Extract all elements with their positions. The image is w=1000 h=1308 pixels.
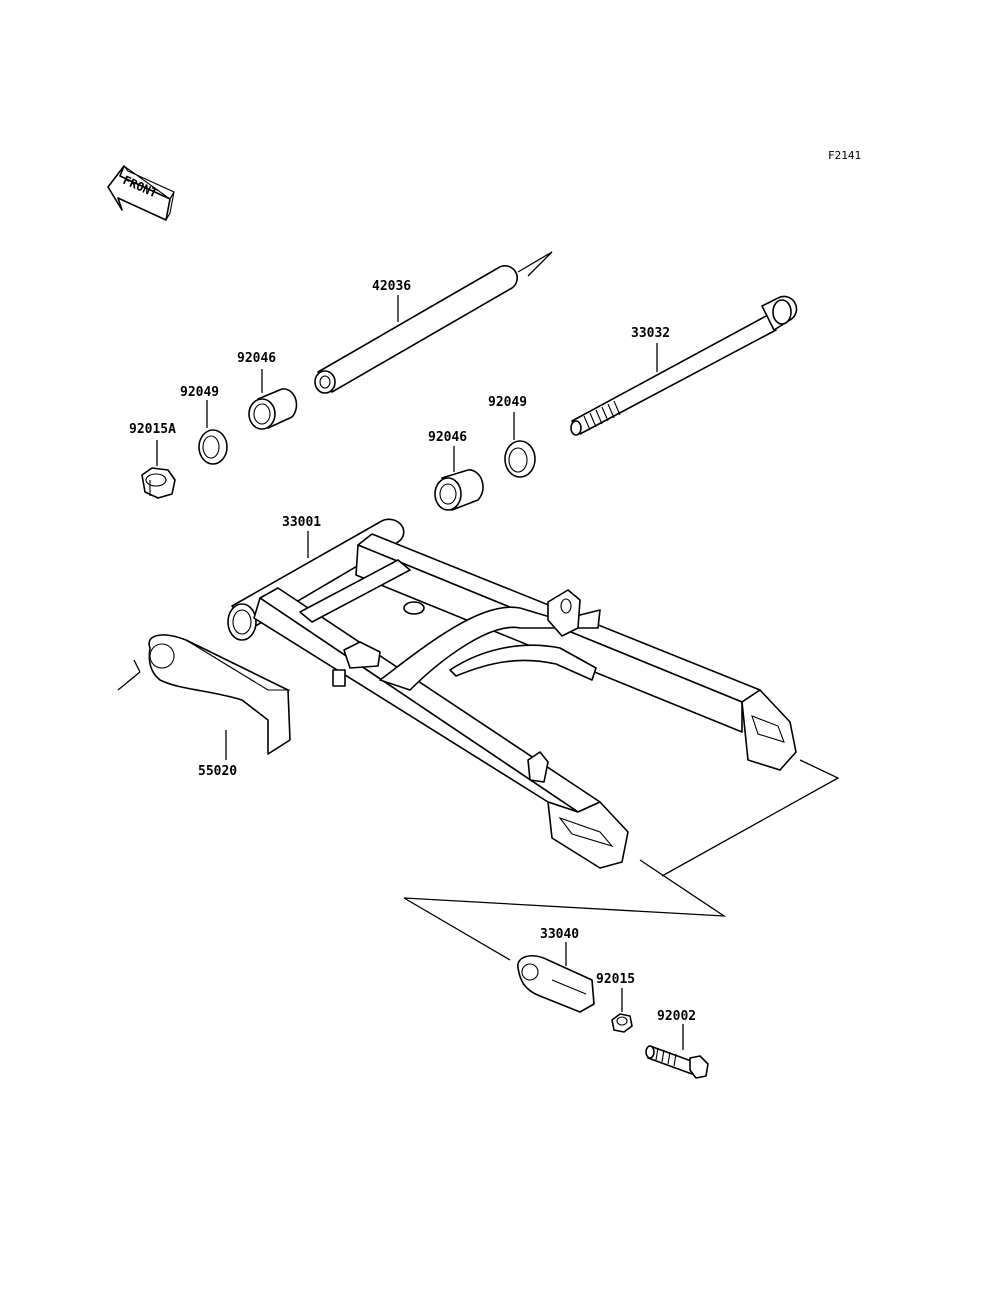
swingarm-33001: [227, 518, 797, 869]
part-label-33001: 33001: [282, 515, 321, 530]
pipe-42036: [314, 251, 553, 394]
part-label-33040: 33040: [540, 927, 579, 942]
part-label-92002: 92002: [657, 1009, 696, 1024]
part-label-92046-lower: 92046: [428, 430, 467, 445]
bearing-92046-upper: [248, 388, 298, 430]
chain-adjuster-33040: [517, 955, 595, 1013]
seal-92049-upper: [198, 429, 228, 465]
seal-92049-lower: [504, 440, 536, 478]
part-label-55020: 55020: [198, 764, 237, 779]
chain-guard-55020: [117, 634, 291, 755]
nut-92015: [611, 1013, 633, 1033]
part-label-92049-upper: 92049: [180, 385, 219, 400]
bolt-92002: [645, 1045, 709, 1079]
part-label-92015A: 92015A: [129, 422, 176, 437]
front-arrow-icon: FRONT: [107, 165, 175, 221]
part-label-42036: 42036: [372, 279, 411, 294]
part-label-33032: 33032: [631, 326, 670, 341]
bearing-92046-lower: [434, 469, 484, 511]
adjuster-leader-lines: [403, 759, 840, 961]
diagram-code: F2141: [828, 149, 861, 162]
part-label-92015: 92015: [596, 972, 635, 987]
nut-92015A: [141, 467, 176, 499]
part-label-92046-upper: 92046: [237, 351, 276, 366]
part-label-92049-lower: 92049: [488, 395, 527, 410]
bolt-33032: [570, 295, 798, 436]
